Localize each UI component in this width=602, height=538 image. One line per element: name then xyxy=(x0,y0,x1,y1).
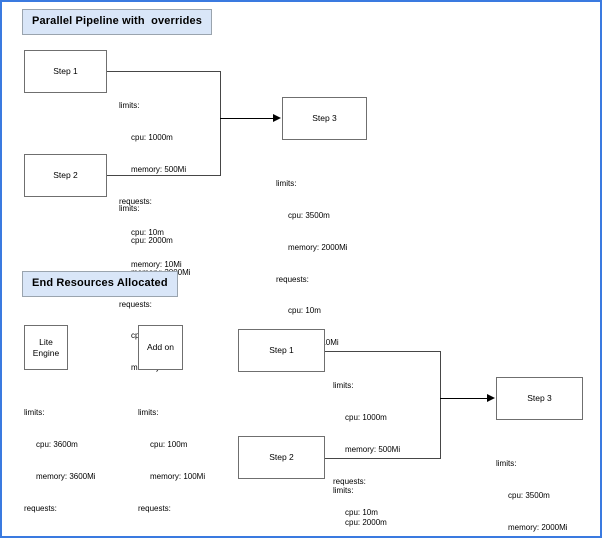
connector-bottom-merge-vertical xyxy=(440,351,441,459)
connector-bottom-step1-horizontal xyxy=(325,351,441,352)
spec-limits-label: limits: xyxy=(333,381,354,391)
connector-top-step1-horizontal xyxy=(107,71,221,72)
spec-requests-label: requests: xyxy=(276,274,309,284)
node-bottom-step2[interactable]: Step 2 xyxy=(238,436,325,479)
spec-limits-memory: memory: 3600Mi xyxy=(36,471,96,481)
node-bottom-step2-label: Step 2 xyxy=(269,452,294,462)
node-add-on[interactable]: Add on xyxy=(138,325,183,370)
connector-bottom-to-step3-line xyxy=(440,398,488,399)
spec-bottom-step2: limits: cpu: 2000m memory: 3000Mi reques… xyxy=(333,465,405,536)
spec-requests-label: requests: xyxy=(24,503,57,513)
spec-limits-cpu: cpu: 3600m xyxy=(36,439,78,449)
section-title-parallel-pipeline: Parallel Pipeline with overrides xyxy=(22,9,213,35)
spec-requests-cpu: cpu: 100m xyxy=(138,535,205,536)
spec-add-on: limits: cpu: 100m memory: 100Mi requests… xyxy=(138,387,206,536)
connector-top-step2-horizontal xyxy=(107,175,221,176)
spec-requests-cpu: cpu: 3600m xyxy=(24,535,96,536)
node-top-step1[interactable]: Step 1 xyxy=(24,50,107,93)
node-top-step3-label: Step 3 xyxy=(312,113,337,123)
node-top-step2-label: Step 2 xyxy=(53,170,78,180)
spec-limits-cpu: cpu: 2000m xyxy=(131,235,173,245)
spec-requests-label: requests: xyxy=(119,299,152,309)
spec-limits-cpu: cpu: 100m xyxy=(150,439,188,449)
node-bottom-step1[interactable]: Step 1 xyxy=(238,329,325,372)
spec-limits-label: limits: xyxy=(24,408,45,418)
spec-limits-memory: memory: 100Mi xyxy=(150,471,206,481)
spec-limits-label: limits: xyxy=(333,486,354,496)
node-bottom-step3-label: Step 3 xyxy=(527,393,552,403)
spec-limits-memory: memory: 2000Mi xyxy=(508,522,568,532)
node-bottom-step3[interactable]: Step 3 xyxy=(496,377,583,420)
spec-requests-cpu: cpu: 10m xyxy=(131,228,164,238)
spec-requests-cpu: cpu: 10m xyxy=(288,306,321,316)
spec-requests-label: requests: xyxy=(333,476,366,486)
spec-bottom-step1: limits: cpu: 1000m memory: 500Mi request… xyxy=(333,360,401,536)
spec-limits-memory: memory: 500Mi xyxy=(345,444,401,454)
spec-lite-engine: limits: cpu: 3600m memory: 3600Mi reques… xyxy=(24,387,96,536)
node-add-on-label: Add on xyxy=(147,342,174,352)
connector-bottom-step2-horizontal xyxy=(325,458,441,459)
node-top-step1-label: Step 1 xyxy=(53,66,78,76)
connector-top-merge-vertical xyxy=(220,71,221,176)
node-top-step3[interactable]: Step 3 xyxy=(282,97,367,140)
spec-requests-label: requests: xyxy=(138,503,171,513)
spec-limits-label: limits: xyxy=(119,101,140,111)
spec-limits-label: limits: xyxy=(119,204,140,214)
spec-limits-cpu: cpu: 3500m xyxy=(508,490,550,500)
spec-limits-memory: memory: 500Mi xyxy=(131,164,187,174)
node-lite-engine-label: Lite Engine xyxy=(32,336,60,358)
spec-limits-label: limits: xyxy=(496,459,517,469)
spec-limits-label: limits: xyxy=(276,179,297,189)
spec-requests-cpu: cpu: 10m xyxy=(345,508,378,518)
connector-top-to-step3-line xyxy=(220,118,274,119)
spec-requests-memory: memory: 10Mi xyxy=(131,260,182,270)
node-top-step2[interactable]: Step 2 xyxy=(24,154,107,197)
spec-limits-cpu: cpu: 1000m xyxy=(131,132,173,142)
spec-requests-label: requests: xyxy=(119,196,152,206)
section-title-end-resources: End Resources Allocated xyxy=(22,271,178,297)
arrowhead-icon-bottom-step3 xyxy=(487,394,495,402)
spec-limits-cpu: cpu: 1000m xyxy=(345,412,387,422)
node-bottom-step1-label: Step 1 xyxy=(269,345,294,355)
arrowhead-icon-top-step3 xyxy=(273,114,281,122)
spec-limits-cpu: cpu: 2000m xyxy=(345,517,387,527)
spec-limits-label: limits: xyxy=(138,408,159,418)
spec-limits-memory: memory: 2000Mi xyxy=(288,242,348,252)
spec-bottom-step3: limits: cpu: 3500m memory: 2000Mi reques… xyxy=(496,438,568,536)
node-lite-engine[interactable]: Lite Engine xyxy=(24,325,68,370)
spec-top-step1: limits: cpu: 1000m memory: 500Mi request… xyxy=(119,80,186,292)
spec-limits-cpu: cpu: 3500m xyxy=(288,210,330,220)
